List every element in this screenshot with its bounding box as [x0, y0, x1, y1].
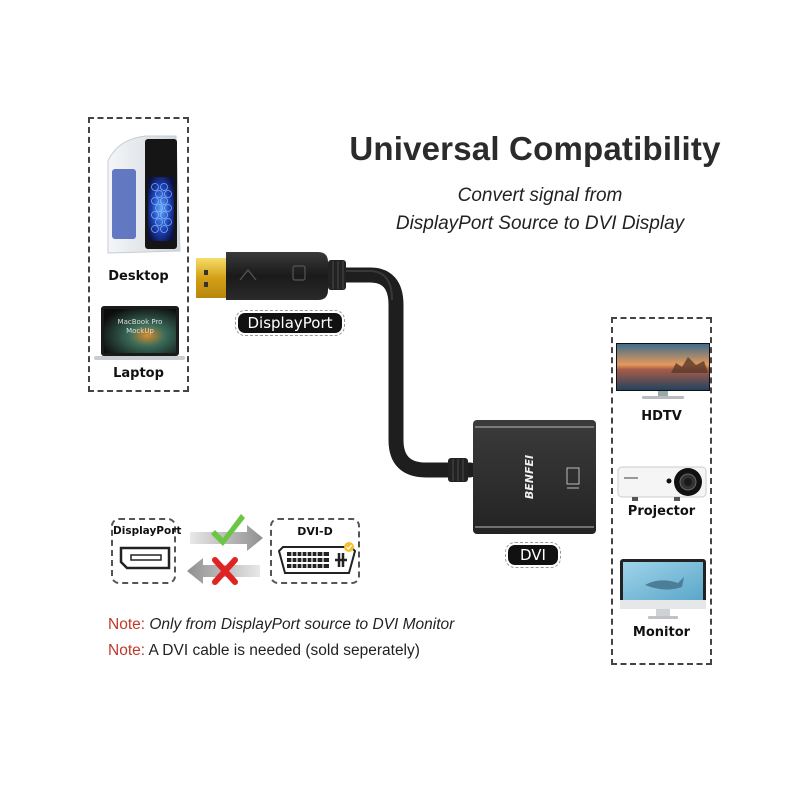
subtitle-line-1: Convert signal from: [457, 185, 623, 206]
subtitle: Convert signal from DisplayPort Source t…: [360, 182, 720, 238]
displayport-port-icon: [119, 546, 171, 570]
desktop-tower-icon: [98, 131, 184, 261]
check-icon: [211, 514, 245, 546]
note-2: Note: A DVI cable is needed (sold sepera…: [108, 642, 420, 660]
note-1-text: Only from DisplayPort source to DVI Moni…: [149, 616, 455, 633]
svg-text:MockUp: MockUp: [126, 327, 154, 335]
display-devices-box: HDTV Projector Monitor: [611, 317, 712, 665]
brand-logo: BENFEI: [523, 455, 536, 499]
dvi-check-badge-icon: [344, 542, 354, 552]
dvi-adapter-body: [473, 420, 596, 534]
source-devices-box: Desktop MacBook Pro MockUp Laptop: [88, 117, 189, 392]
device-label-monitor: Monitor: [632, 625, 691, 640]
device-label-projector: Projector: [627, 504, 696, 519]
page-title: Universal Compatibility: [349, 130, 721, 167]
direction-arrows: [187, 514, 263, 585]
subtitle-line-2: DisplayPort Source to DVI Display: [395, 213, 685, 234]
hdtv-icon: [616, 343, 710, 401]
displayport-gold-tip: [196, 258, 226, 298]
cross-icon: [212, 557, 238, 585]
monitor-icon: [620, 559, 706, 621]
note-2-text: A DVI cable is needed (sold seperately): [148, 642, 420, 659]
laptop-icon: MacBook Pro MockUp: [93, 304, 186, 362]
dvi-port-box: DVI-D: [270, 518, 360, 584]
device-label-hdtv: HDTV: [641, 409, 682, 424]
svg-text:MacBook Pro: MacBook Pro: [118, 318, 163, 326]
note-2-label: Note:: [108, 642, 146, 659]
displayport-connector-label: DisplayPort: [235, 310, 345, 336]
dvi-connector-label: DVI: [505, 542, 561, 568]
displayport-port-box: DisplayPort: [111, 518, 182, 584]
note-1-label: Note:: [108, 616, 146, 633]
displayport-port-label: DisplayPort: [113, 525, 182, 537]
device-label-laptop: Laptop: [113, 366, 164, 381]
projector-icon: [616, 459, 710, 507]
dvi-port-label: DVI-D: [297, 525, 333, 538]
note-1: Note: Only from DisplayPort source to DV…: [108, 616, 454, 634]
dvi-port-icon: [277, 542, 357, 574]
device-label-desktop: Desktop: [108, 269, 169, 284]
